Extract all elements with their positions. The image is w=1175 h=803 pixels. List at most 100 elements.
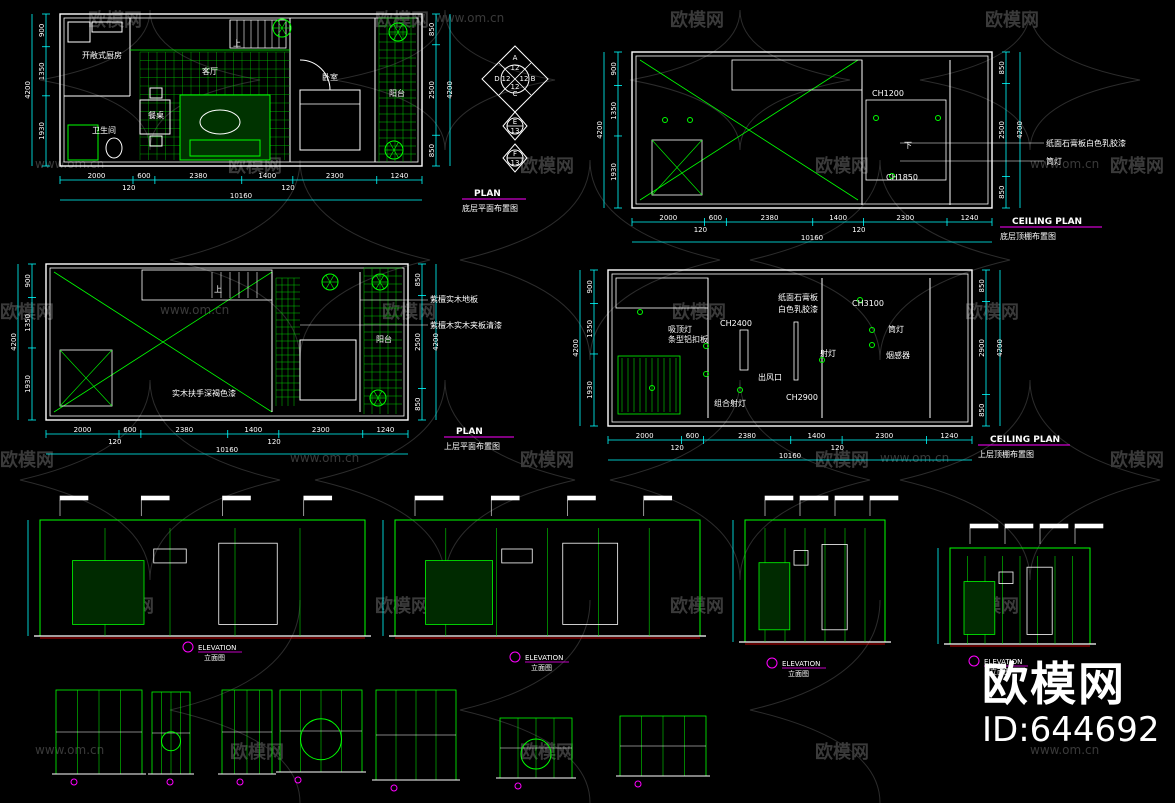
plant-leaf: [329, 281, 335, 290]
dimension-label: 600: [686, 432, 699, 440]
fridge: [67, 21, 91, 43]
elevation-marker: [509, 651, 521, 663]
dimension-label: 2300: [896, 214, 914, 222]
dimension-label: 2380: [738, 432, 756, 440]
dimension-label: 2000: [659, 214, 677, 222]
callout-tag: [567, 495, 596, 501]
callout: 烟感器: [886, 350, 910, 360]
callout: 紫檀实木地板: [430, 294, 478, 304]
ceiling-height: CH3100: [852, 299, 884, 308]
callout: 条型铝扣板: [668, 334, 708, 344]
dimension-label: 1400: [808, 432, 826, 440]
downlight: [637, 309, 643, 315]
dimension-label: 1400: [829, 214, 847, 222]
callout-tag: [303, 495, 333, 501]
room-label: 卧室: [322, 72, 338, 82]
dimension-label: 1240: [940, 432, 958, 440]
watermark-brand: 欧模网: [520, 155, 574, 177]
callout: 吸顶灯: [668, 324, 692, 334]
watermark-brand: 欧模网: [520, 741, 574, 763]
callout-tag: [969, 523, 999, 529]
detail-5: [372, 689, 460, 792]
detail-callout-circle: [300, 718, 342, 761]
dimension-label: 1930: [586, 381, 594, 399]
shower-tray: [67, 124, 99, 161]
brand-name: 欧模网: [982, 657, 1126, 711]
dimension-label: 1350: [24, 314, 32, 332]
callout-tag: [1004, 523, 1034, 529]
coffee-table: [199, 109, 241, 135]
outer-wall: [607, 269, 973, 427]
room-label: 开敞式厨房: [82, 50, 122, 60]
plant-leaf: [377, 390, 383, 399]
dimension-label: 2380: [761, 214, 779, 222]
callout: 白色乳胶漆: [778, 304, 818, 314]
elevation-subtitle: 立面图: [531, 663, 552, 672]
rug: [179, 94, 271, 161]
dimension-label: 1350: [38, 62, 46, 80]
callout: 出风口: [758, 372, 782, 382]
detail-marker: [236, 778, 244, 786]
dimension-label: 850: [998, 186, 1006, 199]
dimension-label: 2380: [189, 172, 207, 180]
compass-label: 12: [511, 83, 520, 91]
ceiling-height: CH2400: [720, 319, 752, 328]
plant-leaf: [373, 390, 379, 399]
dimension-total: 4200: [996, 339, 1004, 357]
watermark-brand: 欧模网: [670, 595, 724, 617]
callout: 纸面石膏板: [778, 292, 818, 302]
plant-leaf: [393, 149, 399, 158]
drawing-subtitle: 上层平面布置图: [444, 441, 500, 451]
section-marker-f-letter: F: [513, 150, 517, 158]
outer-wall: [59, 13, 423, 167]
dimension-label: 2000: [88, 172, 106, 180]
picture-frame: [793, 550, 809, 566]
plant-leaf: [329, 274, 335, 283]
compass-label: A: [513, 54, 518, 62]
watermark-url: www.om.cn: [35, 157, 104, 171]
downlight: [935, 115, 941, 121]
detail-callout-circle: [161, 731, 181, 752]
dimension-total: 4200: [432, 333, 440, 351]
inner-wall: [63, 17, 419, 163]
dimension-total: 4200: [10, 333, 18, 351]
dimension-label: 850: [978, 404, 986, 417]
ceiling-height: CH1850: [886, 173, 918, 182]
detail-6: [496, 717, 576, 790]
inner-wall: [49, 267, 405, 417]
downlight: [819, 357, 825, 363]
watermark-url: www.om.cn: [880, 451, 949, 465]
door: [821, 544, 848, 631]
downlight: [869, 342, 875, 348]
brand-id: ID:644692: [982, 710, 1160, 750]
door: [562, 542, 619, 625]
bedroom-ceiling: [865, 99, 947, 181]
void-diagonal: [639, 59, 859, 201]
dimension-total: 10160: [230, 192, 252, 200]
downlight: [889, 173, 895, 179]
drawing-title: PLAN: [456, 427, 483, 437]
stair-label: 上: [233, 39, 241, 48]
detail-marker: [514, 782, 522, 790]
dimension-label: 600: [123, 426, 136, 434]
dimension-label: 120: [670, 444, 683, 452]
dimension-label: 600: [137, 172, 150, 180]
elevation-marker: [968, 655, 980, 667]
detail-3: [218, 689, 276, 786]
stove: [91, 21, 123, 33]
dimension-label: 1400: [244, 426, 262, 434]
compass-label: 12: [520, 75, 529, 83]
dimension-label: 120: [108, 438, 121, 446]
elevation-subtitle: 立面图: [204, 653, 225, 662]
sofa: [189, 139, 261, 157]
ceiling-bulkhead: [731, 59, 863, 91]
detail-marker: [634, 780, 642, 788]
watermark-brand: 欧模网: [382, 301, 436, 323]
section-marker-e-number: 13: [511, 127, 520, 135]
callout-tag: [764, 495, 794, 501]
callout-tag: [222, 495, 251, 501]
